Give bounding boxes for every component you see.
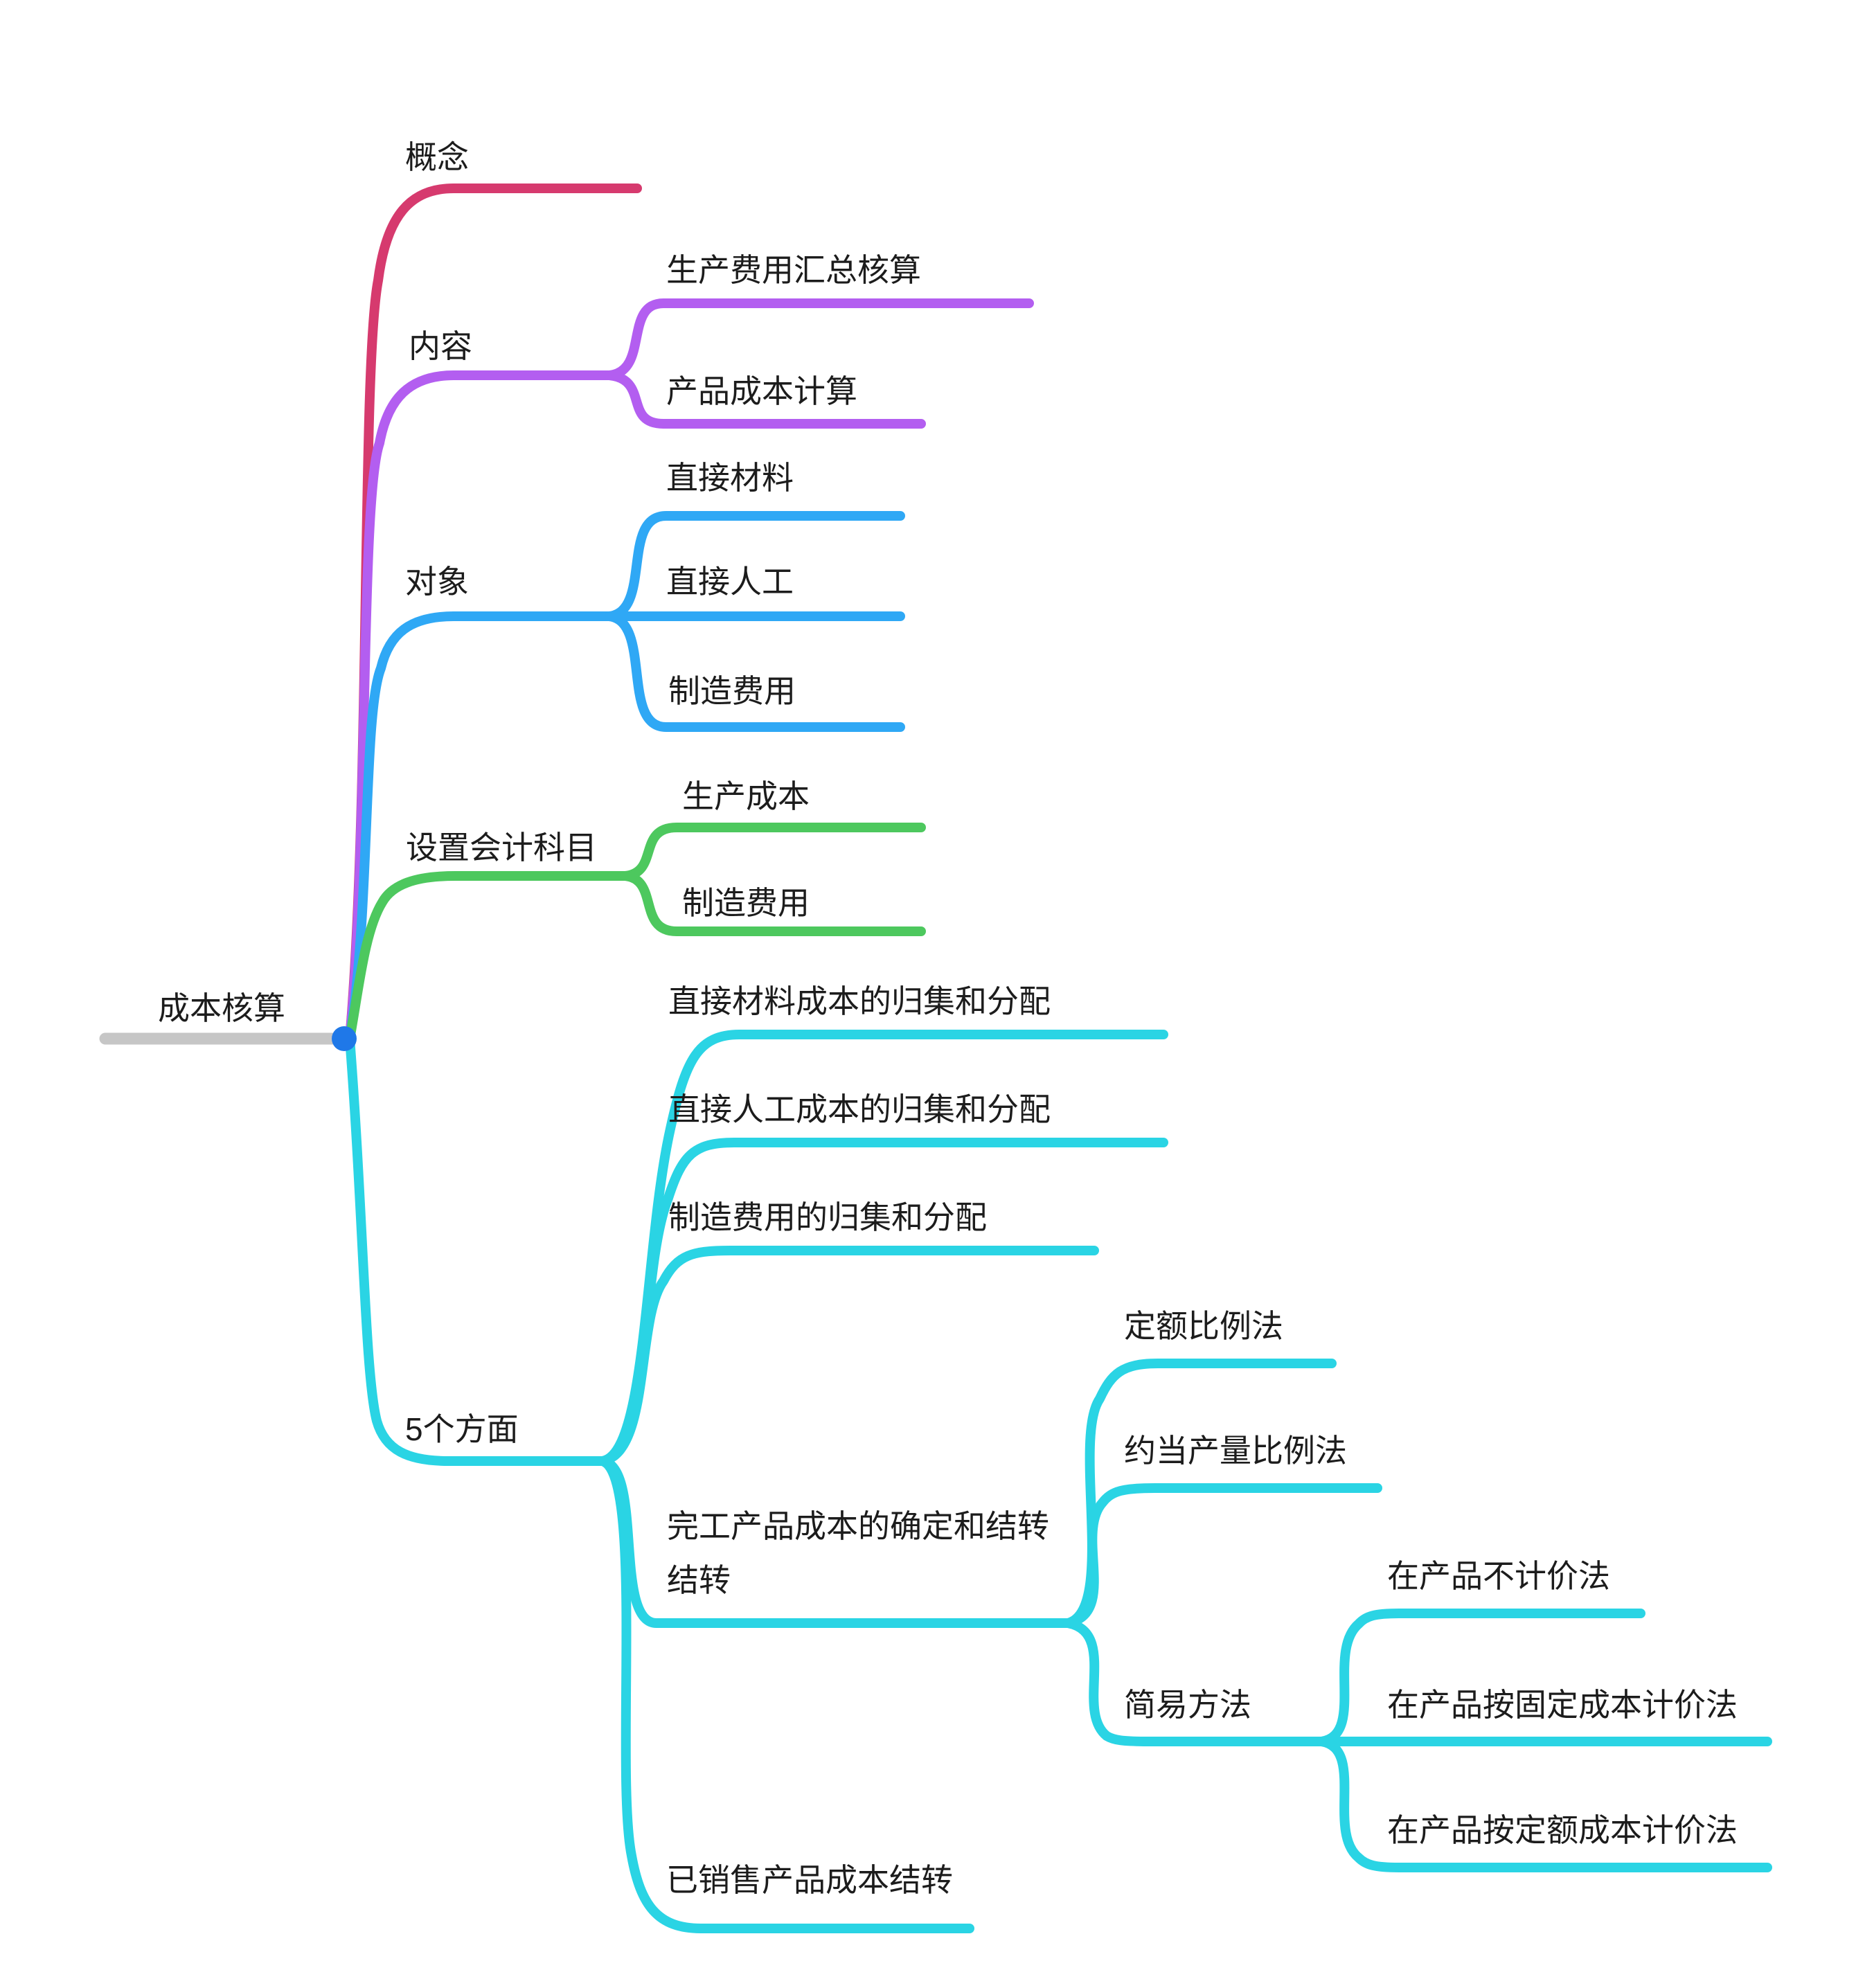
root-dot[interactable] — [332, 1026, 357, 1051]
node-label-finished-cost-line2[interactable]: 结转 — [667, 1562, 731, 1598]
branch-line-quota-cost — [1317, 1737, 1772, 1872]
node-label-set-accounts[interactable]: 设置会计科目 — [406, 830, 597, 866]
node-label-simple-method[interactable]: 简易方法 — [1124, 1687, 1251, 1723]
branch-line-aspects — [345, 1034, 607, 1466]
node-label-object[interactable]: 对象 — [405, 564, 469, 600]
branch-line-equivalent-output — [1063, 1483, 1382, 1628]
node-label-direct-material-collection[interactable]: 直接材料成本的归集和分配 — [668, 983, 1051, 1019]
branch-line-accounts-child-2 — [621, 871, 926, 936]
branch-line-aspects-child-2 — [598, 1138, 1168, 1466]
node-label-product-cost-calculation[interactable]: 产品成本计算 — [666, 373, 857, 409]
node-label-production-expense-summary[interactable]: 生产费用汇总核算 — [666, 252, 921, 288]
node-label-quota-ratio-method[interactable]: 定额比例法 — [1124, 1308, 1283, 1344]
branch-line-aspects-child-5 — [598, 1456, 974, 1933]
node-label-wip-fixed-cost[interactable]: 在产品按固定成本计价法 — [1387, 1687, 1738, 1723]
node-label-concept[interactable]: 概念 — [405, 139, 469, 175]
node-label-content[interactable]: 内容 — [409, 328, 472, 364]
node-label-direct-material[interactable]: 直接材料 — [666, 460, 794, 496]
node-label-direct-labor[interactable]: 直接人工 — [666, 564, 794, 600]
node-label-manufacturing-overhead-blue[interactable]: 制造费用 — [668, 673, 796, 709]
node-label-root[interactable]: 成本核算 — [158, 990, 285, 1026]
branch-line-accounts-child-1 — [621, 823, 926, 881]
branch-line-no-valuation — [1317, 1609, 1645, 1746]
node-label-five-aspects[interactable]: 5个方面 — [405, 1411, 519, 1447]
branch-line-accounts — [345, 871, 630, 1044]
node-label-wip-no-valuation[interactable]: 在产品不计价法 — [1387, 1558, 1610, 1594]
branch-line-content-child-2 — [605, 370, 926, 429]
branch-line-aspects-child-3 — [598, 1246, 1099, 1466]
node-label-sold-product-cost[interactable]: 已销售产品成本结转 — [666, 1862, 953, 1898]
branch-line-simple-method — [1063, 1618, 1326, 1746]
node-label-wip-quota-cost[interactable]: 在产品按定额成本计价法 — [1387, 1812, 1738, 1848]
branch-line-object — [345, 611, 614, 1044]
branch-line-content-child-1 — [605, 298, 1034, 380]
branch-line-content — [345, 370, 614, 1044]
node-label-overhead-collection[interactable]: 制造费用的归集和分配 — [668, 1199, 987, 1235]
node-label-manufacturing-overhead-green[interactable]: 制造费用 — [682, 885, 810, 921]
node-label-direct-labor-collection[interactable]: 直接人工成本的归集和分配 — [668, 1091, 1051, 1127]
node-label-equivalent-output-method[interactable]: 约当产量比例法 — [1124, 1433, 1347, 1469]
branch-line-object-child-3 — [605, 611, 905, 732]
node-label-production-cost[interactable]: 生产成本 — [682, 778, 810, 814]
branch-line-object-child-1 — [605, 511, 905, 621]
node-label-finished-cost-line1[interactable]: 完工产品成本的确定和结转 — [667, 1508, 1049, 1544]
